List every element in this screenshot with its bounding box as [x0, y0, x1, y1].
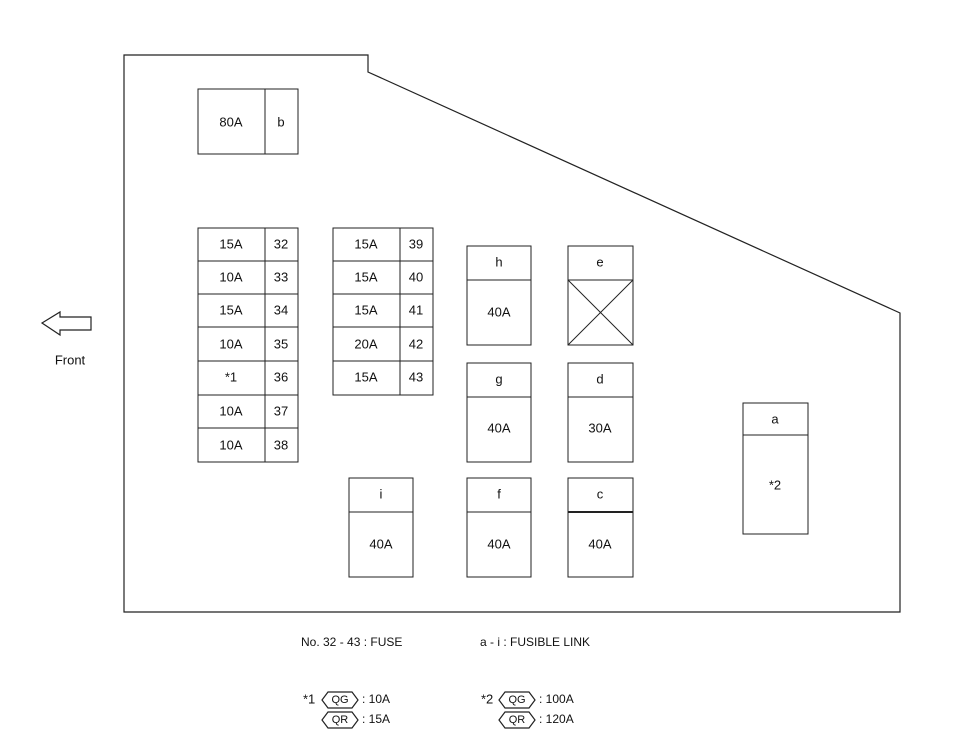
fuse-number: 38: [274, 437, 288, 452]
fuse-amp: *1: [225, 369, 237, 384]
note-2: *2 QG : 100A QR : 120A: [481, 691, 574, 729]
link-i-amp: 40A: [369, 536, 392, 551]
link-f-id: f: [497, 486, 501, 501]
note-1-mark: *1: [303, 691, 315, 706]
model-code: QG: [331, 694, 348, 706]
link-d-id: d: [596, 371, 603, 386]
link-c-amp: 40A: [588, 536, 611, 551]
note-2-mark: *2: [481, 691, 493, 706]
fuse-row: 15A 41: [332, 293, 434, 328]
fuse-block-1: 15A 32 10A 33 15A 34 10A 35 *1 36 10A 37: [197, 227, 299, 463]
fuse-row: 15A 39: [332, 227, 434, 262]
legend-fuse: No. 32 - 43 : FUSE: [301, 635, 402, 649]
fuse-number: 36: [274, 369, 288, 384]
note-1: *1 QG : 10A QR : 15A: [303, 691, 390, 729]
model-code-badge: QG: [321, 691, 359, 709]
fuse-row: 15A 43: [332, 360, 434, 396]
fusible-link-f: f 40A: [466, 477, 532, 578]
fuse-amp: 15A: [219, 236, 242, 251]
note-value: : 15A: [362, 712, 390, 726]
fuse-row: 10A 38: [197, 427, 299, 463]
fuse-amp: 20A: [354, 336, 377, 351]
note-value: : 120A: [539, 712, 574, 726]
fuse-row: 20A 42: [332, 326, 434, 362]
fuse-row: *1 36: [197, 360, 299, 396]
fusible-link-a: a *2: [742, 402, 809, 535]
fuse-amp: 10A: [219, 336, 242, 351]
link-d-amp: 30A: [588, 420, 611, 435]
fuse-amp: 15A: [354, 269, 377, 284]
note-value: : 10A: [362, 692, 390, 706]
fusible-link-d: d 30A: [567, 362, 634, 463]
fusible-link-h: h 40A: [466, 245, 532, 346]
link-i-id: i: [380, 486, 383, 501]
fuse-row: 10A 37: [197, 394, 299, 429]
front-arrow-icon: [40, 310, 92, 337]
link-f-amp: 40A: [487, 536, 510, 551]
model-code: QR: [332, 714, 349, 726]
fuse-amp: 10A: [219, 437, 242, 452]
fuse-row: 10A 35: [197, 326, 299, 362]
link-a-amp: *2: [769, 477, 781, 492]
fuse-number: 43: [409, 369, 423, 384]
fuse-amp: 10A: [219, 269, 242, 284]
fuse-amp: 15A: [354, 369, 377, 384]
link-g-id: g: [495, 371, 502, 386]
model-code-badge: QR: [321, 711, 359, 729]
fuse-row: 15A 40: [332, 260, 434, 295]
fuse-row: 15A 34: [197, 293, 299, 328]
housing-outline: [123, 54, 901, 613]
fusible-link-b: 80A b: [197, 88, 299, 155]
fuse-number: 39: [409, 236, 423, 251]
front-label: Front: [55, 352, 86, 367]
fuse-number: 41: [409, 302, 423, 317]
fusible-link-e: e: [567, 245, 634, 346]
fuse-number: 34: [274, 302, 288, 317]
link-b-amp: 80A: [219, 114, 242, 129]
fuse-number: 35: [274, 336, 288, 351]
fuse-row: 15A 32: [197, 227, 299, 262]
fuse-row: 10A 33: [197, 260, 299, 295]
fuse-number: 32: [274, 236, 288, 251]
fuse-amp: 15A: [354, 302, 377, 317]
fuse-number: 33: [274, 269, 288, 284]
link-h-id: h: [495, 254, 502, 269]
link-c-id: c: [597, 486, 604, 501]
link-h-amp: 40A: [487, 304, 510, 319]
link-e-id: e: [596, 254, 603, 269]
link-g-amp: 40A: [487, 420, 510, 435]
link-a-id: a: [771, 411, 779, 426]
fuse-amp: 10A: [219, 403, 242, 418]
model-code-badge: QG: [498, 691, 536, 709]
fusible-link-g: g 40A: [466, 362, 532, 463]
fuse-number: 37: [274, 403, 288, 418]
fuse-block-2: 15A 39 15A 40 15A 41 20A 42 15A 43: [332, 227, 434, 396]
link-b-id: b: [277, 114, 284, 129]
note-value: : 100A: [539, 692, 574, 706]
model-code: QR: [509, 714, 526, 726]
fusible-link-i: i 40A: [348, 477, 414, 578]
legend-fusible-link: a - i : FUSIBLE LINK: [480, 635, 590, 649]
fuse-number: 40: [409, 269, 423, 284]
model-code-badge: QR: [498, 711, 536, 729]
fuse-amp: 15A: [219, 302, 242, 317]
fuse-number: 42: [409, 336, 423, 351]
fuse-amp: 15A: [354, 236, 377, 251]
fusible-link-c: c 40A: [567, 477, 634, 578]
model-code: QG: [508, 694, 525, 706]
